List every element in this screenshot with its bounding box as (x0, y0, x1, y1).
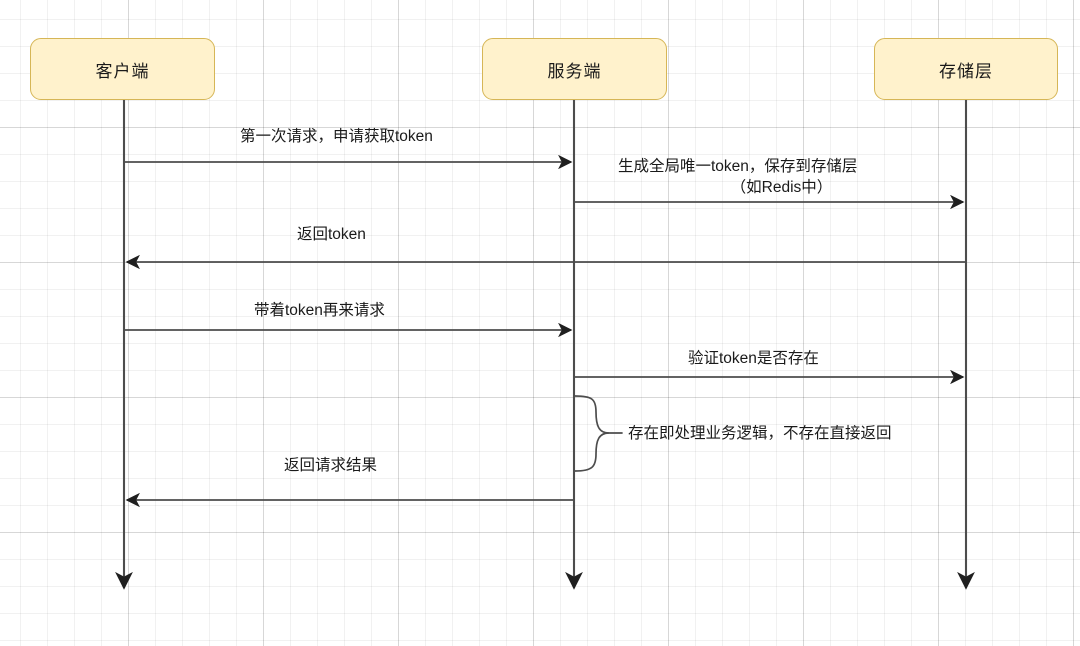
participant-box-client[interactable]: 客户端 (30, 38, 215, 100)
participant-box-storage[interactable]: 存储层 (874, 38, 1058, 100)
message-label-2-line2: （如Redis中） (730, 179, 833, 196)
participant-box-server[interactable]: 服务端 (482, 38, 667, 100)
note-brace-1 (574, 395, 623, 472)
note-label-1: 存在即处理业务逻辑，不存在直接返回 (628, 425, 892, 442)
message-label-1: 第一次请求，申请获取token (240, 128, 433, 145)
participant-label-storage: 存储层 (939, 61, 993, 81)
message-label-3: 返回token (297, 226, 366, 243)
participant-label-client: 客户端 (95, 61, 150, 81)
message-label-4: 带着token再来请求 (254, 302, 385, 319)
message-label-6: 返回请求结果 (284, 457, 378, 474)
message-label-5: 验证token是否存在 (688, 350, 819, 367)
message-label-2-line1: 生成全局唯一token，保存到存储层 (618, 158, 858, 175)
participant-label-server: 服务端 (547, 61, 602, 81)
